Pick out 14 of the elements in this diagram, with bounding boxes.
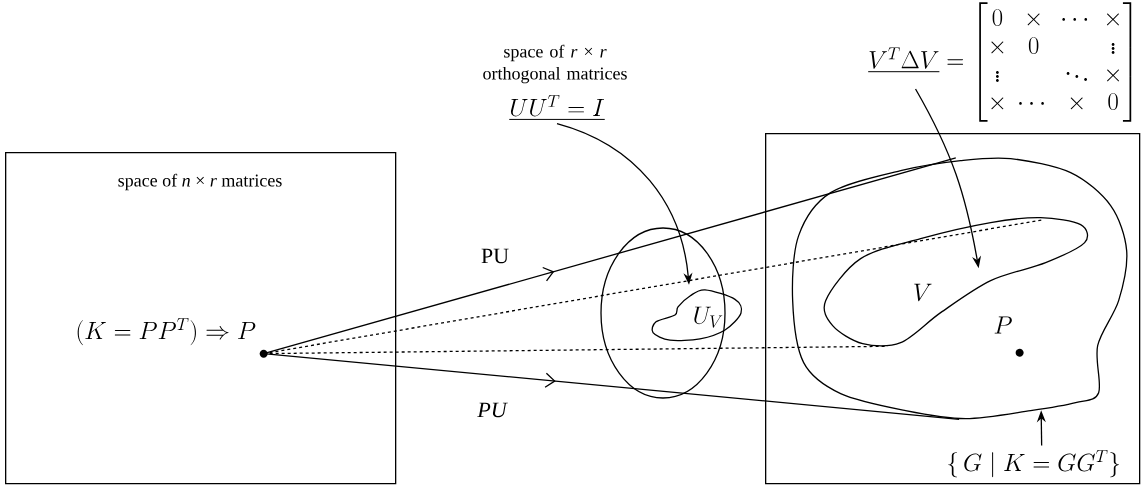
- box-heading: space of n × r matrices: [118, 173, 282, 191]
- caption-text: space of r × r orthogonal matrices: [483, 44, 627, 84]
- matrix-formula: $\underline{V^{T}\Delta V} = \begin{bmatrix} 0 & \times & \cdots & \times \\ \times & 0 & & \vdots \\ \vdots & & \ddots & \times \\ \times & \cdots & \times & 0 \end{bmatrix}$: [868, 2, 1132, 122]
- matrix-space-box: [765, 133, 1141, 485]
- edge-label: PU: [479, 247, 511, 265]
- edge-label: PU: [476, 401, 508, 419]
- set-formula: $\{\, G \mid K = G G^{T} \}$: [948, 450, 1120, 478]
- region-blob: [791, 157, 1128, 420]
- formula-label: $( K = PP^{T} ) \Rightarrow P$: [77, 318, 256, 346]
- ellipse-outline: [600, 227, 726, 399]
- line: [263, 219, 1043, 355]
- region-blob: $U_{V}$: [651, 289, 743, 342]
- point-label: $P$: [994, 316, 1012, 334]
- underlined-formula: $UU^{T} = I$: [508, 95, 606, 120]
